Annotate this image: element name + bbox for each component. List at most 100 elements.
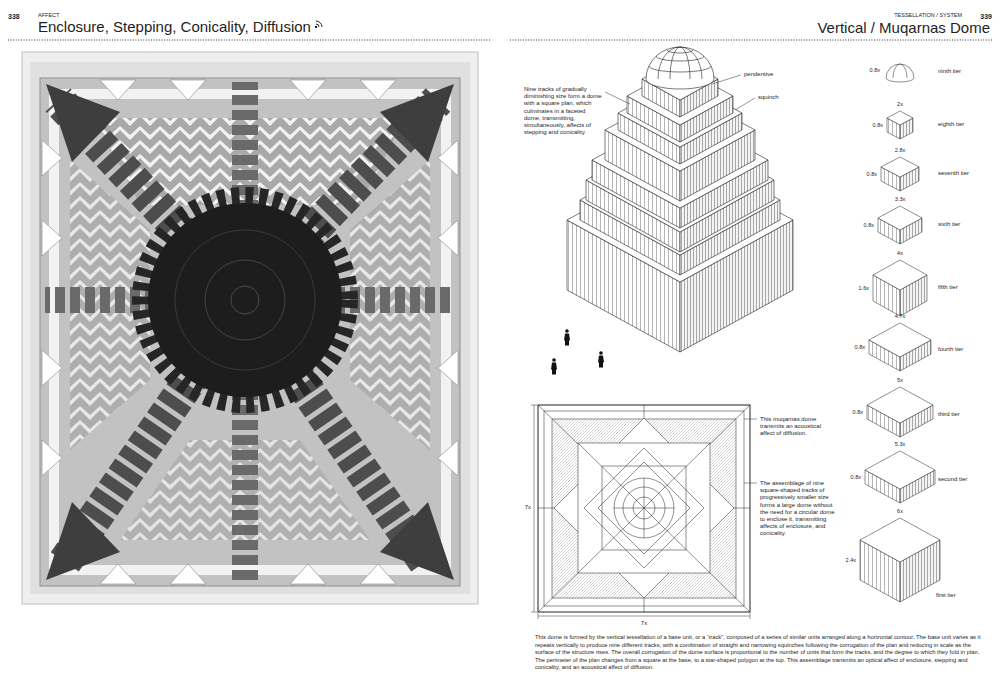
dimension-label: 2.8x bbox=[889, 147, 911, 154]
tier-drawings-part bbox=[869, 323, 931, 357]
tier-name: fifth tier bbox=[938, 284, 994, 291]
callout-note: Nine tracks of gradually diminishing siz… bbox=[524, 86, 602, 136]
dimension-label: 4.7x bbox=[889, 313, 911, 320]
tier-name: sixth tier bbox=[938, 221, 994, 228]
page-heading: Vertical / Muqarnas Dome bbox=[670, 19, 990, 37]
leader-line-part bbox=[735, 98, 755, 110]
dome-photograph-part bbox=[42, 140, 62, 176]
dimension-line-part bbox=[538, 613, 539, 619]
dome-photograph-part bbox=[42, 440, 62, 476]
dimension-line-part bbox=[534, 405, 535, 612]
dome-photograph-part bbox=[100, 80, 136, 100]
dome-photograph-part bbox=[42, 350, 62, 386]
section-label: TESSELLATION / SYSTEM bbox=[802, 12, 962, 19]
dimension-label: 2x bbox=[889, 101, 911, 108]
tier-drawings-part bbox=[893, 64, 907, 78]
dimension-line-part bbox=[750, 613, 751, 619]
axonometric-dome-part bbox=[646, 47, 714, 89]
dimension-label: 0.8x bbox=[852, 222, 874, 229]
dome-photograph-part bbox=[231, 286, 259, 314]
part-name: squinch bbox=[758, 94, 808, 101]
dome-photograph-part bbox=[290, 80, 326, 100]
dome-plan-part bbox=[584, 448, 704, 568]
leader-line-part bbox=[605, 92, 630, 104]
affect-icon-part bbox=[316, 21, 322, 27]
scale-figures-part bbox=[552, 358, 556, 362]
dome-photograph-part bbox=[360, 80, 396, 100]
dome-plan-part bbox=[623, 487, 665, 529]
dome-photograph-part bbox=[170, 564, 206, 584]
dome-photograph-part bbox=[40, 78, 460, 586]
affect-icon-part bbox=[316, 24, 319, 27]
axonometric-dome-part bbox=[656, 56, 704, 61]
dome-photograph-part bbox=[175, 230, 315, 370]
section-label: AFFECT bbox=[38, 12, 118, 19]
scale-figures-part bbox=[565, 329, 569, 333]
dimension-label: 1.6x bbox=[847, 285, 869, 292]
dimension-label: 3.3x bbox=[889, 196, 911, 203]
dimension-line-part bbox=[531, 612, 537, 613]
dome-photograph-part bbox=[360, 564, 396, 584]
scale-figures-part bbox=[598, 356, 604, 368]
dome-plan-part bbox=[538, 405, 750, 612]
dome-plan-part bbox=[623, 487, 665, 529]
dome-plan bbox=[538, 405, 750, 612]
dome-photograph-part bbox=[290, 564, 326, 584]
dome-photograph-part bbox=[438, 220, 458, 256]
scale-figures bbox=[551, 329, 604, 374]
dome-plan-part bbox=[554, 418, 734, 598]
tier-name: third tier bbox=[938, 411, 994, 418]
tier-name: seventh tier bbox=[938, 170, 994, 177]
dimension-line bbox=[531, 405, 750, 619]
dimension-label: 4x bbox=[889, 250, 911, 257]
page-number: 338 bbox=[8, 13, 34, 21]
dome-plan-part bbox=[598, 462, 690, 554]
dimension-label: 6x bbox=[889, 508, 911, 515]
part-name: pendentive bbox=[744, 71, 804, 78]
affect-icon-part bbox=[315, 26, 317, 28]
dome-photograph-part bbox=[148, 203, 342, 397]
axonometric-dome-part bbox=[658, 47, 702, 79]
dimension-label: 0.8x bbox=[843, 344, 865, 351]
dimension-label: 0.8x bbox=[861, 122, 883, 129]
dimension-label: 7x bbox=[515, 504, 531, 511]
dimension-label: 0.8x bbox=[855, 171, 877, 178]
dome-photograph-part bbox=[438, 140, 458, 176]
tier-drawings-part bbox=[886, 64, 914, 82]
scale-figures-part bbox=[564, 334, 570, 346]
page-heading: Enclosure, Stepping, Conicality, Diffusi… bbox=[38, 18, 311, 36]
scale-figures-part bbox=[599, 351, 603, 355]
dome-photograph-part bbox=[30, 62, 470, 594]
caption-text: This dome is formed by the vertical tess… bbox=[535, 634, 990, 672]
axonometric-dome-part bbox=[649, 66, 711, 72]
dimension-label: 0.8x bbox=[841, 409, 863, 416]
dimension-line-part bbox=[531, 405, 537, 406]
dimension-label: 5.3x bbox=[889, 441, 911, 448]
dimension-label: 5x bbox=[889, 377, 911, 384]
axonometric-dome bbox=[567, 47, 793, 352]
tier-drawings-part bbox=[867, 387, 933, 423]
callout-note: This muqarnas dome transmits an acoustic… bbox=[760, 416, 836, 438]
tier-name: second tier bbox=[938, 476, 994, 483]
dome-photograph-part bbox=[46, 502, 120, 580]
dimension-label: 7x bbox=[633, 620, 655, 627]
dome-plan-part bbox=[538, 405, 750, 612]
dome-photograph bbox=[22, 52, 478, 604]
header-rule-part bbox=[8, 40, 490, 41]
dimension-label: 0.8x bbox=[858, 67, 880, 74]
tier-drawings-part bbox=[881, 157, 919, 177]
dome-photograph-part bbox=[170, 80, 206, 100]
leader-line-part bbox=[712, 75, 741, 84]
dome-plan-part bbox=[578, 443, 710, 573]
tier-name: fourth tier bbox=[938, 346, 994, 353]
dome-photograph-part bbox=[42, 220, 62, 256]
tier-drawings-part bbox=[878, 206, 922, 230]
dome-photograph-part bbox=[380, 84, 454, 162]
tier-name: eighth tier bbox=[938, 121, 994, 128]
callout-note: The assemblage of nine square-shaped tra… bbox=[760, 480, 838, 538]
tier-drawings-part bbox=[873, 260, 927, 290]
dome-plan-part bbox=[578, 443, 710, 573]
tier-drawings-part bbox=[887, 111, 913, 125]
